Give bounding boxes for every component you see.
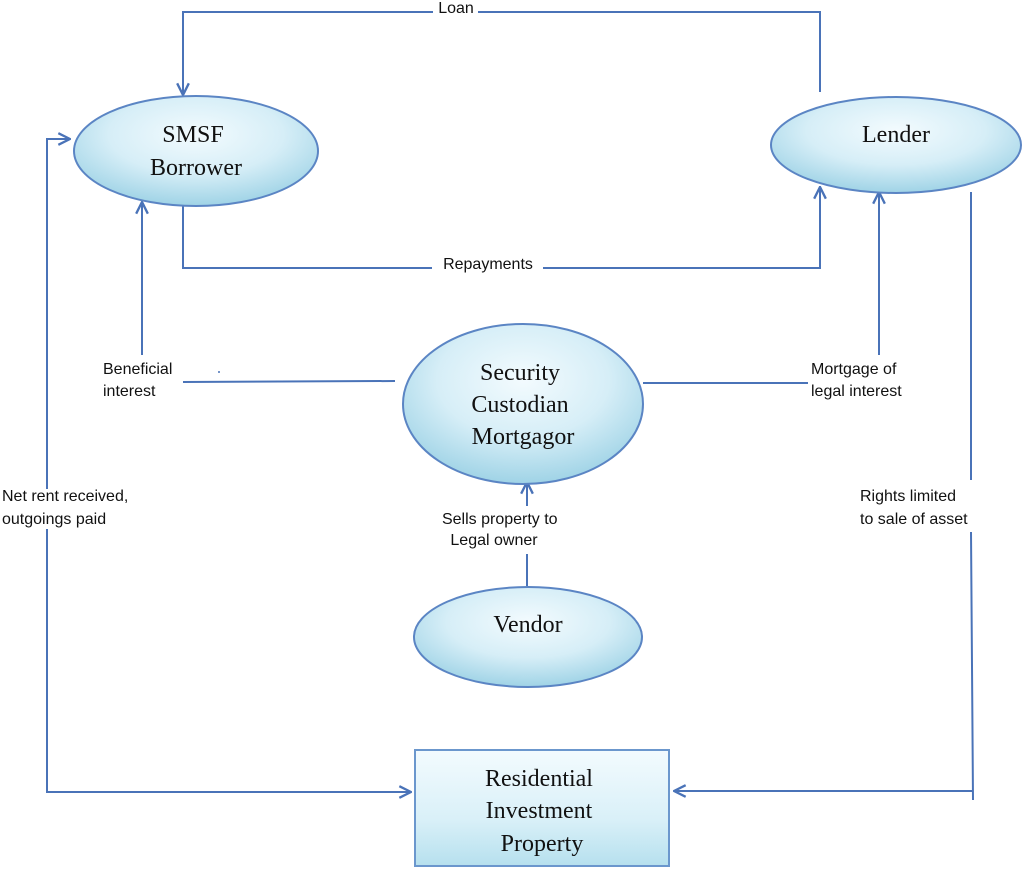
- net-rent-lower-connector: [46, 529, 411, 792]
- net-rent-label: Net rent received, outgoings paid: [2, 488, 133, 528]
- beneficial-interest-label: Beneficial interest: [103, 361, 177, 400]
- beneficial-interest-connector: [142, 202, 396, 383]
- loan-label-text: Loan: [438, 0, 474, 17]
- repayments-label-text: Repayments: [443, 256, 533, 273]
- property-label-line3: Property: [501, 831, 584, 857]
- mortgage-line1: Mortgage of: [811, 361, 897, 378]
- rights-limited-line2: to sale of asset: [860, 511, 968, 528]
- svg-text:SMSF Borrower: SMSF Borrower: [150, 122, 242, 181]
- beneficial-interest-line2: interest: [103, 383, 156, 400]
- beneficial-interest-line1: Beneficial: [103, 361, 172, 378]
- connectors: [46, 11, 974, 800]
- lender-node[interactable]: Lender: [770, 96, 1022, 194]
- property-label-line1: Residential: [485, 766, 593, 792]
- net-rent-connector: [46, 139, 70, 489]
- smsf-borrower-node[interactable]: SMSF Borrower: [73, 95, 319, 207]
- svg-text:Lender: Lender: [862, 122, 930, 148]
- sells-property-label: Sells property to Legal owner: [442, 511, 562, 549]
- vendor-node[interactable]: Vendor: [413, 586, 643, 688]
- mortgage-connector: [643, 192, 879, 384]
- rights-limited-label: Rights limited to sale of asset: [860, 488, 968, 528]
- smsf-borrower-label-line2: Borrower: [150, 155, 242, 181]
- svg-text:Residential Investment: Residential Investment Property: [485, 766, 599, 857]
- mortgage-label: Mortgage of legal interest: [811, 361, 902, 400]
- property-node[interactable]: Residential Investment Property: [414, 749, 670, 867]
- sells-property-line2: Legal owner: [450, 532, 538, 549]
- stray-dot: [218, 371, 220, 373]
- loan-label: Loan: [438, 0, 474, 17]
- sells-property-line1: Sells property to: [442, 511, 558, 528]
- lender-label: Lender: [862, 122, 930, 148]
- repayments-connector: [182, 187, 820, 269]
- smsf-borrower-label-line1: SMSF: [162, 122, 223, 148]
- net-rent-line1: Net rent received,: [2, 488, 128, 505]
- svg-text:Vendor: Vendor: [493, 612, 562, 638]
- security-label-line1: Security: [480, 360, 560, 386]
- property-label-line2: Investment: [486, 798, 593, 824]
- repayments-label: Repayments: [443, 256, 533, 273]
- security-label-line3: Mortgagor: [472, 424, 575, 450]
- vendor-label: Vendor: [493, 612, 562, 638]
- security-custodian-node[interactable]: Security Custodian Mortgagor: [402, 323, 644, 485]
- loan-connector: [183, 11, 821, 95]
- rights-limited-connector: [674, 192, 974, 800]
- svg-text:Security Custodian: Security Custodian Mortgagor: [471, 360, 574, 450]
- net-rent-line2: outgoings paid: [2, 511, 106, 528]
- rights-limited-line1: Rights limited: [860, 488, 956, 505]
- security-label-line2: Custodian: [471, 392, 568, 418]
- mortgage-line2: legal interest: [811, 383, 902, 400]
